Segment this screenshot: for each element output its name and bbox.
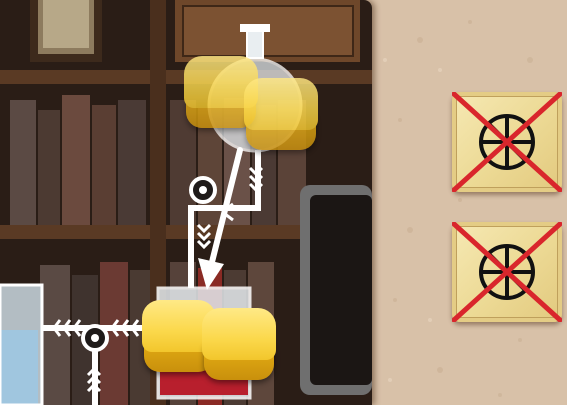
yellow-cube-ghost[interactable] [244,78,318,150]
yellow-cube[interactable] [202,308,276,380]
cross-icon [454,94,560,190]
cross-icon [454,224,560,320]
crossed-wheel-tile[interactable] [452,222,562,322]
crossed-wheel-tile[interactable] [452,92,562,192]
